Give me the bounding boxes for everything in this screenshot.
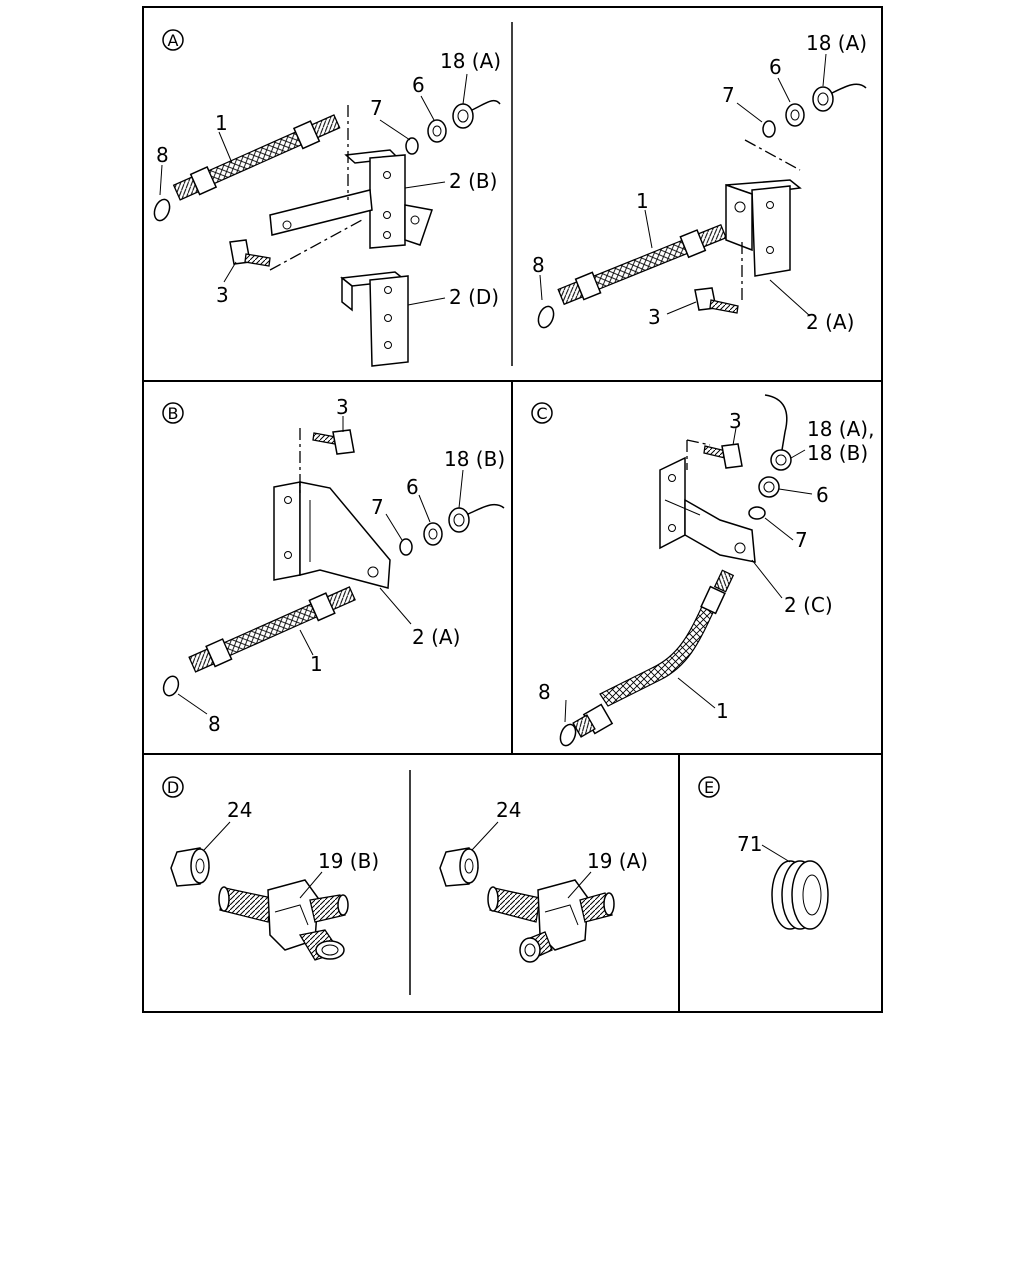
nut-18b-b: [448, 503, 505, 533]
label-c-7: 7: [795, 528, 808, 552]
label-c-18a: 18 (A),: [807, 417, 874, 441]
bolt-3-a-right: [694, 287, 739, 314]
label-b-3: 3: [336, 395, 349, 419]
panel-c: C: [531, 394, 874, 747]
label-e-71: 71: [737, 832, 762, 856]
label-c-2c: 2 (C): [784, 593, 833, 617]
hose-1-a-right: [557, 223, 727, 306]
panel-d-left: D 24 19 (B): [162, 776, 379, 961]
nut-6-b: [423, 522, 443, 546]
label-a-right-1: 1: [636, 189, 649, 213]
nut-18-c: [764, 394, 792, 471]
hose-1-c: [572, 569, 735, 738]
label-b-7: 7: [371, 495, 384, 519]
panel-a-right: 1 8 7 6 18 (A) 3 2 (A): [532, 31, 867, 334]
washer-7-c: [748, 506, 766, 520]
label-d-left-24: 24: [227, 798, 252, 822]
label-a-right-3: 3: [648, 305, 661, 329]
label-c-6: 6: [816, 483, 829, 507]
nut-6-a-right: [785, 103, 805, 127]
label-a-right-6: 6: [769, 55, 782, 79]
nut-18a: [452, 99, 501, 129]
label-a-right-18a: 18 (A): [806, 31, 867, 55]
label-b-2a: 2 (A): [412, 625, 460, 649]
panel-d-right: 24 19 (A): [439, 798, 648, 963]
label-b-18b: 18 (B): [444, 447, 505, 471]
o-ring-8-b: [162, 675, 180, 697]
label-a-right-2a: 2 (A): [806, 310, 854, 334]
bracket-2d: [340, 271, 409, 367]
label-c-8: 8: [538, 680, 551, 704]
nut-24-d-left: [170, 847, 210, 887]
bolt-3-b: [312, 429, 355, 455]
panel-d-marker: D: [162, 776, 184, 798]
bracket-2a-b: [273, 481, 391, 589]
label-a-left-7: 7: [370, 96, 383, 120]
label-a-left-3: 3: [216, 283, 229, 307]
bolt-3: [229, 239, 271, 267]
tee-fitting-19a: [487, 879, 615, 963]
label-c-18b: 18 (B): [807, 441, 868, 465]
label-a-right-7: 7: [722, 83, 735, 107]
panel-a-marker: A: [162, 29, 184, 51]
panel-c-marker: C: [531, 402, 553, 424]
panel-d-letter: D: [167, 778, 179, 797]
nut-6-c: [758, 476, 780, 498]
nut-6: [427, 119, 447, 143]
o-ring-8-a-right: [537, 305, 555, 329]
label-a-left-6: 6: [412, 73, 425, 97]
label-d-left-19b: 19 (B): [318, 849, 379, 873]
diagram-frame: [142, 6, 883, 1013]
label-a-left-1: 1: [215, 111, 228, 135]
label-b-6: 6: [406, 475, 419, 499]
label-a-right-8: 8: [532, 253, 545, 277]
panel-c-letter: C: [536, 404, 547, 423]
panel-a-left: A: [153, 29, 501, 367]
panel-a-letter: A: [168, 31, 179, 50]
tee-fitting-19b: [218, 879, 349, 961]
o-ring-8: [153, 198, 171, 222]
washer-7-a-right: [762, 120, 776, 138]
label-a-left-8: 8: [156, 143, 169, 167]
panel-b: B: [162, 395, 505, 736]
label-d-right-24: 24: [496, 798, 521, 822]
bracket-2c: [659, 456, 756, 563]
bracket-2b: [269, 149, 433, 249]
hose-1: [172, 114, 341, 201]
label-a-left-2b: 2 (B): [449, 169, 497, 193]
panel-b-letter: B: [168, 404, 179, 423]
panel-e-marker: E: [698, 776, 720, 798]
nut-24-d-right: [439, 847, 479, 887]
label-c-3: 3: [729, 409, 742, 433]
panel-b-marker: B: [162, 402, 184, 424]
washer-7: [405, 137, 419, 155]
label-c-1: 1: [716, 699, 729, 723]
bolt-3-c: [703, 443, 743, 469]
washer-7-b: [399, 538, 413, 556]
o-ring-8-c: [559, 723, 577, 747]
label-d-right-19a: 19 (A): [587, 849, 648, 873]
label-b-8: 8: [208, 712, 221, 736]
panel-e: E 71: [698, 776, 829, 930]
grommet-71: [771, 860, 829, 930]
hose-1-b: [188, 586, 356, 673]
label-a-left-18a: 18 (A): [440, 49, 501, 73]
panel-e-letter: E: [704, 778, 714, 797]
label-a-left-2d: 2 (D): [449, 285, 499, 309]
bracket-2a-a-right: [725, 179, 802, 277]
label-b-1: 1: [310, 652, 323, 676]
nut-18a-a-right: [812, 83, 867, 112]
